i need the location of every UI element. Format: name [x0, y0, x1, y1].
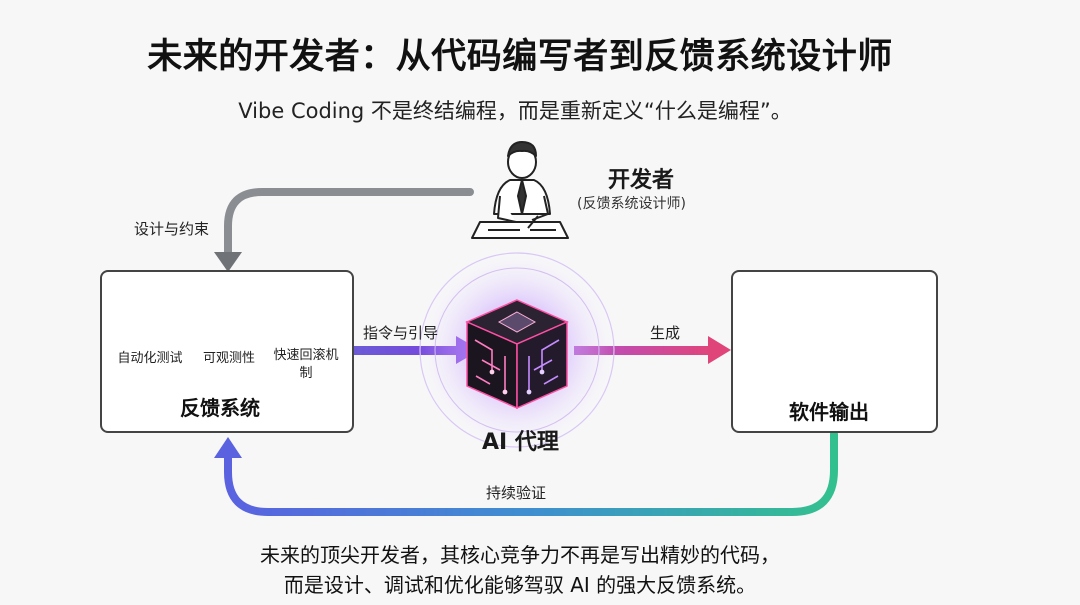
arrow-label-instruct-guide: 指令与引导: [363, 324, 439, 342]
page-title: 未来的开发者：从代码编写者到反馈系统设计师: [147, 37, 893, 77]
page-subtitle: Vibe Coding 不是终结编程，而是重新定义“什么是编程”。: [238, 99, 792, 123]
conclusion-line-2: 而是设计、调试和优化能够驾驭 AI 的强大反馈系统。: [283, 573, 757, 597]
conclusion-line-1: 未来的顶尖开发者，其核心竞争力不再是写出精妙的代码，: [260, 543, 780, 567]
conclusion-text: 未来的顶尖开发者，其核心竞争力不再是写出精妙的代码， 而是设计、调试和优化能够驾…: [0, 540, 1040, 600]
arrow-label-design-constraint: 设计与约束: [134, 220, 210, 238]
arrow-label-generate: 生成: [650, 324, 681, 342]
tool-label-rollback: 快速回滚机制: [273, 348, 339, 381]
design-constraint-arrow: [214, 188, 474, 272]
feedback-system-box: 自动化测试 可观测性 快速回滚机制 反馈系统: [100, 270, 354, 433]
continuous-verify-arrow: [214, 430, 838, 516]
software-output-title: 软件输出: [789, 400, 869, 424]
software-output-box: 软件输出: [731, 270, 938, 433]
developer-subtitle: (反馈系统设计师): [577, 196, 686, 212]
developer-icon: [471, 141, 569, 239]
generate-arrow: [574, 336, 731, 364]
ai-agent-label: AI 代理: [482, 430, 559, 455]
ai-chip-cube-icon: [465, 299, 569, 410]
feedback-system-title: 反馈系统: [180, 396, 260, 420]
tool-label-observability: 可观测性: [202, 351, 255, 366]
arrow-label-continuous-verify: 持续验证: [486, 484, 547, 502]
tool-label-automated-testing: 自动化测试: [117, 351, 183, 366]
developer-title: 开发者: [608, 168, 675, 193]
